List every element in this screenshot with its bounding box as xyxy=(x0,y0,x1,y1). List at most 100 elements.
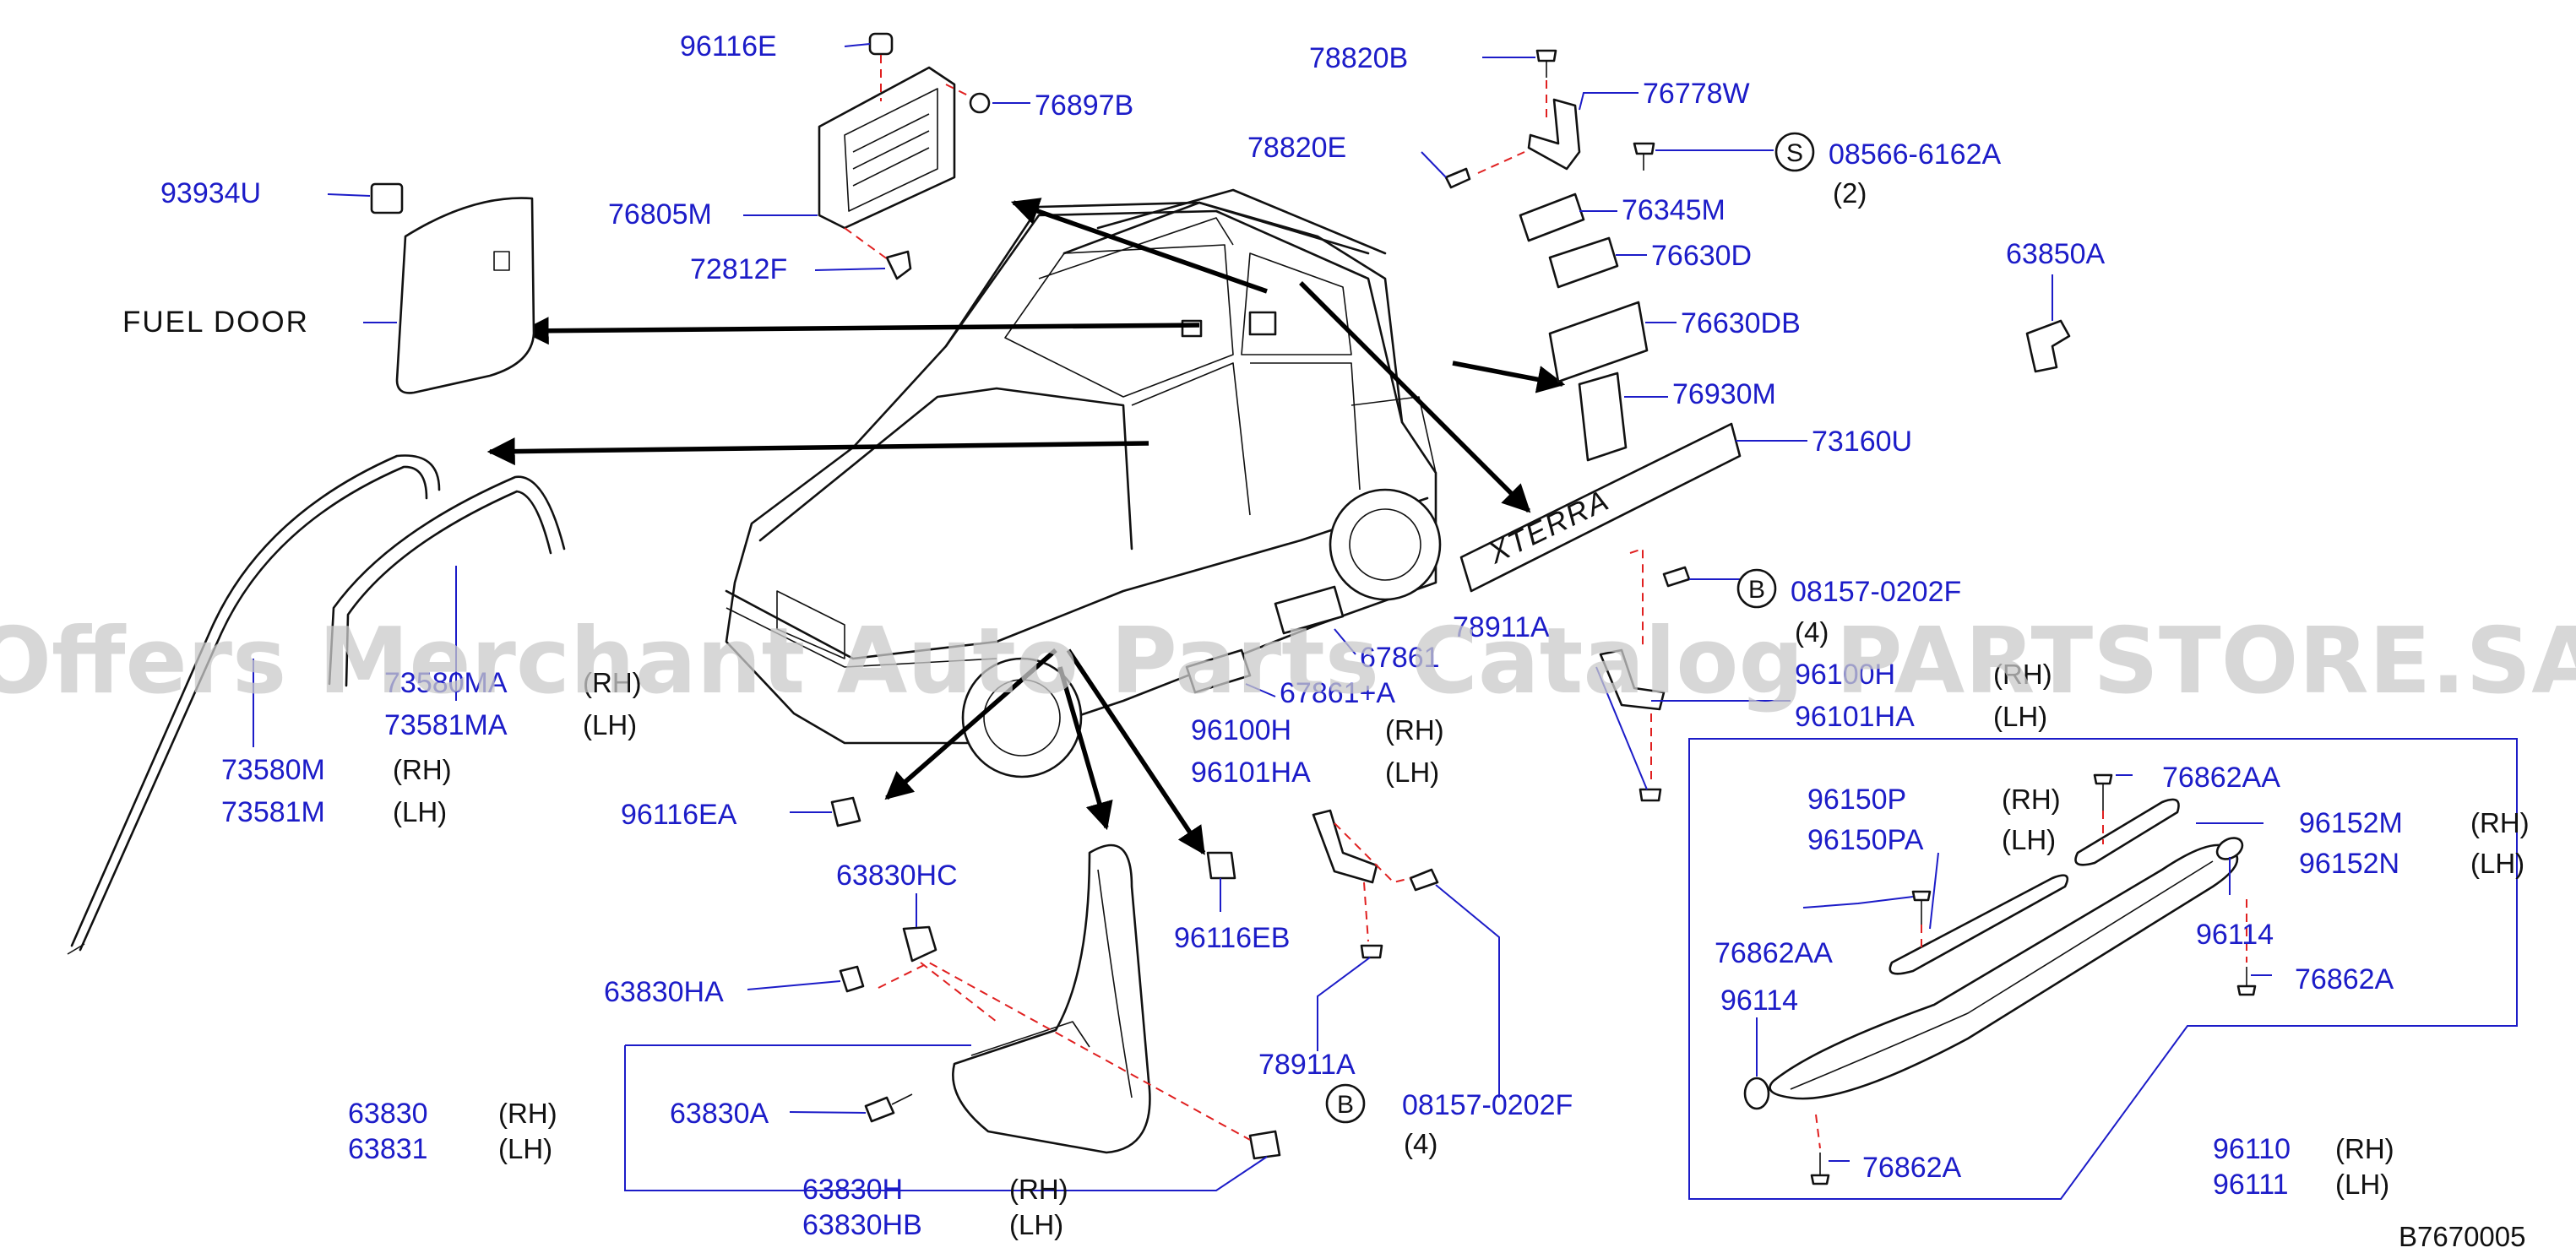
weatherstrip-73580ma xyxy=(328,475,566,687)
side-96111: (LH) xyxy=(2335,1169,2389,1200)
label-76862aa-top: 76862AA xyxy=(2162,762,2280,794)
label-63830hc: 63830HC xyxy=(836,860,958,892)
label-96100h-center: 96100H xyxy=(1191,714,1291,746)
label-76862a-right: 76862A xyxy=(2295,963,2394,995)
side-63830hb: (LH) xyxy=(1009,1209,1063,1240)
screw-icon-76862aa-top xyxy=(2093,773,2113,811)
fastener-dashed-lines xyxy=(844,55,2247,1149)
side-96150p: (RH) xyxy=(2002,784,2061,815)
label-96110: 96110 xyxy=(2213,1133,2291,1165)
label-78820b: 78820B xyxy=(1309,42,1408,74)
screw-icon-76862a-right xyxy=(2236,967,2257,996)
label-76805m: 76805M xyxy=(608,198,712,231)
label-73580m: 73580M xyxy=(221,754,325,786)
label-73581m: 73581M xyxy=(221,796,325,828)
screw-icon-08566 xyxy=(1633,142,1655,171)
label-96100h-right: 96100H xyxy=(1795,659,1895,691)
screw-icon-78820b xyxy=(1535,49,1557,78)
label-63830hb: 63830HB xyxy=(802,1209,922,1241)
label-93934u: 93934U xyxy=(160,177,261,209)
clip-icon-63830ha xyxy=(839,965,865,993)
circle-b-letter-bottom: B xyxy=(1337,1091,1354,1119)
block-76630db xyxy=(1548,301,1649,383)
step-pad-96150p xyxy=(1889,874,2069,975)
nut-icon-76897b xyxy=(969,92,991,114)
label-76930m: 76930M xyxy=(1672,378,1776,410)
weatherstrip-73580m xyxy=(67,454,441,955)
part-number-labels: 96116E 76897B 93934U 76805M 72812F FUEL … xyxy=(122,30,2530,1252)
label-63830: 63830 xyxy=(348,1098,428,1130)
label-96101ha-right: 96101HA xyxy=(1795,701,1915,733)
label-08157-qty-top: (4) xyxy=(1795,616,1829,648)
label-73160u: 73160U xyxy=(1812,426,1912,458)
label-76862aa-left: 76862AA xyxy=(1715,937,1833,969)
label-96150pa: 96150PA xyxy=(1807,824,1924,856)
side-96101ha-right: (LH) xyxy=(1993,701,2047,732)
side-73581ma: (LH) xyxy=(583,709,637,740)
label-76630db: 76630DB xyxy=(1681,307,1801,339)
side-96150pa: (LH) xyxy=(2002,824,2056,855)
label-72812f: 72812F xyxy=(690,253,787,285)
label-78911a-center: 78911A xyxy=(1258,1049,1356,1081)
label-73581ma: 73581MA xyxy=(384,709,508,741)
watermark-text: Offers Merchant Auto Parts Catalog PARTS… xyxy=(0,609,2576,714)
screw-icon-08157-top xyxy=(1662,566,1691,588)
label-08566-6162a: 08566-6162A xyxy=(1829,138,2002,171)
side-96152m: (RH) xyxy=(2470,807,2530,838)
screw-icon-78820e xyxy=(1444,167,1471,189)
screw-icon-08157-center xyxy=(1409,868,1439,892)
bracket-96100h-center xyxy=(1312,809,1378,884)
side-96100h-right: (RH) xyxy=(1993,659,2052,690)
label-63831: 63831 xyxy=(348,1133,428,1165)
side-96152n: (LH) xyxy=(2470,848,2524,879)
label-96150p: 96150P xyxy=(1807,784,1906,816)
clip-icon-63830hc xyxy=(902,925,937,963)
label-76778w: 76778W xyxy=(1643,78,1750,110)
label-fuel-door: FUEL DOOR xyxy=(122,306,309,339)
bracket-76778w xyxy=(1527,98,1581,171)
block-76630d xyxy=(1548,236,1619,289)
mud-flap-63830 xyxy=(952,843,1151,1154)
label-76630d: 76630D xyxy=(1651,240,1752,272)
screw-icon-76862aa-left xyxy=(1911,890,1932,925)
circle-b-letter-top: B xyxy=(1748,576,1765,604)
label-96111: 96111 xyxy=(2213,1169,2289,1201)
label-78820e: 78820E xyxy=(1247,132,1346,164)
label-96116e: 96116E xyxy=(680,30,777,62)
diagram-id: B7670005 xyxy=(2399,1221,2525,1252)
side-73580m: (RH) xyxy=(393,754,452,785)
label-67861: 67861 xyxy=(1360,642,1440,674)
label-78911a-top: 78911A xyxy=(1453,611,1550,643)
step-bar-96110 xyxy=(1769,843,2239,1100)
label-96101ha-center: 96101HA xyxy=(1191,757,1311,789)
circle-b-symbol-bottom: B xyxy=(1325,1083,1366,1124)
label-73580ma: 73580MA xyxy=(384,667,508,699)
block-76345m xyxy=(1519,193,1585,242)
block-67861 xyxy=(1274,585,1345,635)
screw-icon-78911a-right xyxy=(1639,788,1662,802)
screw-icon-78911a-center xyxy=(1360,944,1383,959)
step-bar-box xyxy=(1688,738,2518,1200)
label-08157-0202f-top: 08157-0202F xyxy=(1791,576,1961,608)
side-96101ha-center: (LH) xyxy=(1385,757,1439,788)
circle-s-symbol: S xyxy=(1774,132,1815,172)
screw-icon-63830a xyxy=(864,1093,913,1123)
side-63830h: (RH) xyxy=(1009,1174,1068,1205)
screw-icon-76862a-bottom xyxy=(1810,1153,1830,1185)
ecu-module-part xyxy=(818,66,956,230)
side-63831: (LH) xyxy=(498,1133,552,1164)
label-63830ha: 63830HA xyxy=(604,976,724,1008)
relay-icon-93934u xyxy=(370,182,404,214)
label-08566-qty: (2) xyxy=(1833,177,1867,209)
step-pad-96152m xyxy=(2074,798,2180,866)
side-96100h-center: (RH) xyxy=(1385,714,1444,746)
block-76930m xyxy=(1578,372,1628,462)
leader-lines xyxy=(253,43,2272,1191)
pointer-arrows xyxy=(486,198,1566,855)
label-96114-right: 96114 xyxy=(2196,919,2274,951)
label-96116ea: 96116EA xyxy=(621,799,737,831)
label-63830a: 63830A xyxy=(670,1098,769,1130)
label-08157-0202f-center: 08157-0202F xyxy=(1402,1089,1573,1121)
clip-icon-96116ea xyxy=(830,796,861,827)
